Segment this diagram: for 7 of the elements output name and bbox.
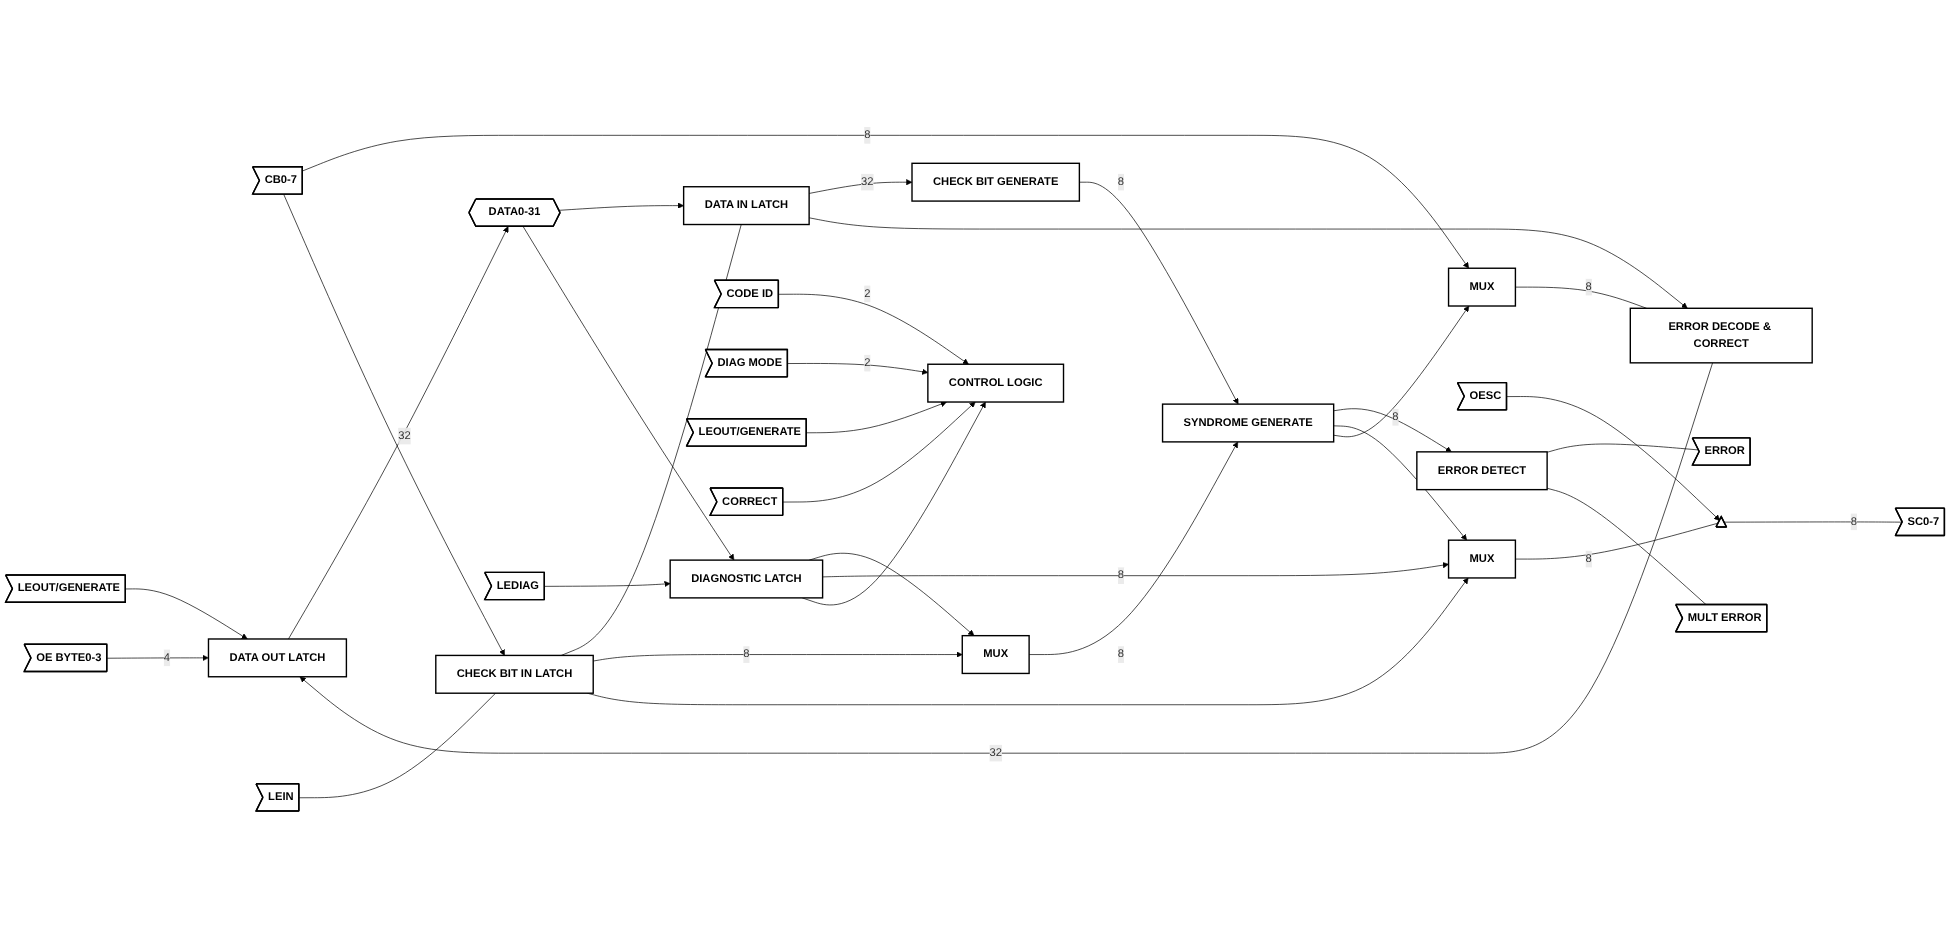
connector: [298, 692, 496, 799]
connector: [1546, 487, 1707, 606]
connector: [1515, 522, 1719, 560]
connector: [1515, 286, 1647, 309]
connector: [560, 224, 742, 656]
connector: [1723, 521, 1903, 523]
connector: [1546, 443, 1699, 453]
